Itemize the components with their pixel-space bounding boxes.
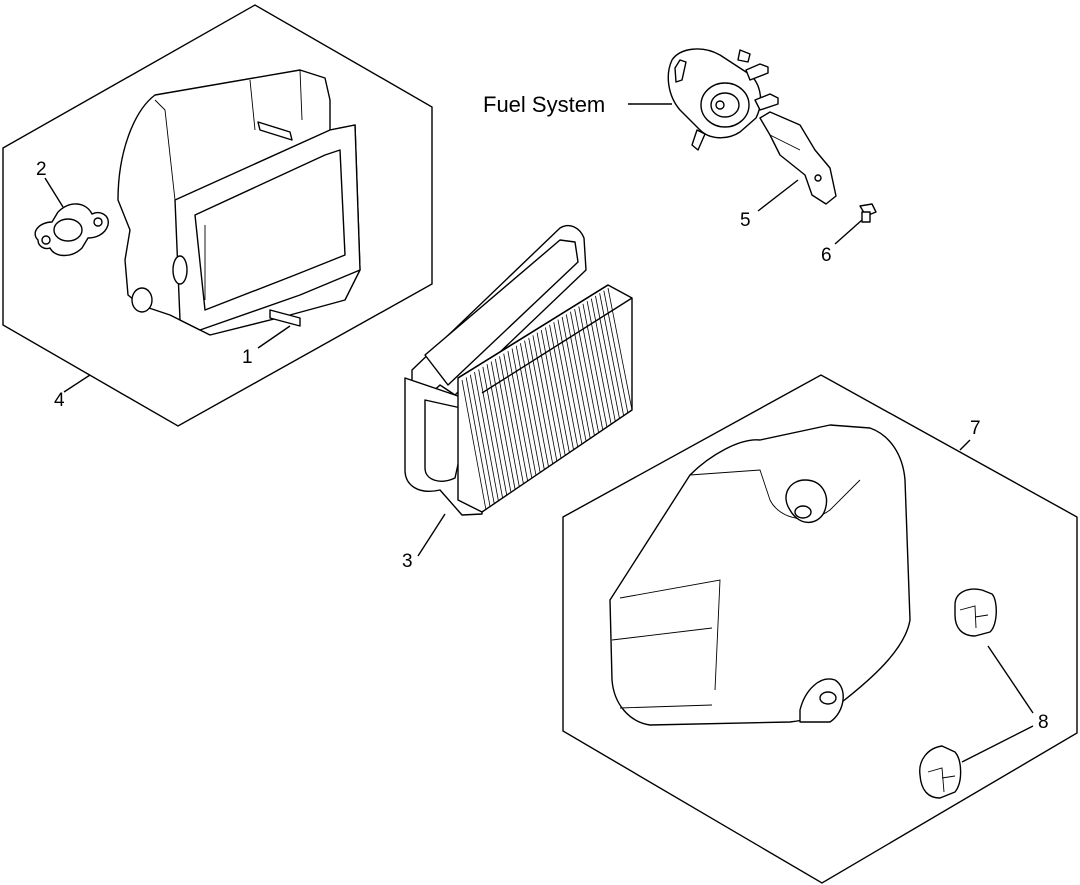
- pleat-line: [595, 295, 620, 419]
- callout-4: 4: [54, 390, 65, 411]
- pleat-line: [545, 327, 570, 453]
- knob-lower: [919, 745, 962, 799]
- leader-3: [417, 513, 446, 557]
- pleat-line: [607, 287, 633, 411]
- callout-8: 8: [1038, 712, 1049, 733]
- filter-pleats: [461, 287, 633, 511]
- fuel-pump: [667, 48, 779, 151]
- air-filter: 3: [402, 224, 633, 572]
- callout-5: 5: [740, 210, 751, 231]
- pleat-line: [520, 343, 545, 471]
- leader-7: [959, 439, 971, 451]
- pleat-line: [532, 335, 558, 462]
- callout-7: 7: [970, 418, 981, 439]
- pleat-line: [486, 364, 512, 493]
- pleat-line: [603, 290, 629, 413]
- pleat-line: [499, 356, 524, 485]
- pleat-line: [599, 293, 625, 416]
- callout-3: 3: [402, 551, 413, 572]
- pleat-line: [503, 353, 529, 482]
- pleat-line: [578, 306, 604, 431]
- pleat-line: [561, 316, 587, 442]
- pleat-line: [565, 314, 591, 439]
- pleat-line: [478, 369, 504, 499]
- pleat-line: [574, 308, 600, 433]
- leader-5: [757, 179, 799, 212]
- pleat-line: [515, 345, 541, 473]
- pleat-line: [540, 329, 566, 456]
- leader-4: [63, 374, 91, 393]
- air-cleaner-base: [117, 69, 361, 336]
- pleat-line: [536, 332, 562, 459]
- gasket: [34, 203, 109, 257]
- kit-7-group: 7 8: [562, 374, 1078, 884]
- pleat-line: [549, 324, 574, 451]
- pleat-line: [524, 340, 549, 468]
- pleat-line: [511, 348, 537, 476]
- kit-7-outline: [562, 374, 1078, 884]
- pleat-line: [482, 366, 508, 496]
- knob-upper: [954, 588, 997, 637]
- pleat-line: [590, 298, 616, 422]
- pleat-line: [570, 311, 595, 436]
- callout-6: 6: [821, 245, 832, 266]
- pleat-line: [586, 301, 612, 425]
- pleat-line: [553, 322, 579, 448]
- leader-8b: [961, 725, 1034, 763]
- pleat-line: [528, 337, 554, 465]
- pleat-line: [582, 303, 608, 428]
- screw: [859, 203, 877, 223]
- fuel-system-label: Fuel System: [483, 92, 605, 117]
- pleat-line: [557, 319, 583, 445]
- leader-2: [44, 177, 64, 208]
- kit-4-outline: [2, 4, 433, 427]
- pleat-line: [507, 351, 533, 479]
- pleat-line: [465, 377, 491, 508]
- pleat-line: [474, 372, 499, 502]
- kit-4-group: 2 1 4: [2, 4, 433, 427]
- pleat-line: [469, 374, 495, 505]
- leader-8a: [987, 645, 1034, 714]
- callout-1: 1: [242, 347, 253, 368]
- fuel-pump-bracket: [759, 111, 837, 205]
- leader-6: [834, 219, 863, 245]
- callout-2: 2: [36, 159, 47, 180]
- pleat-line: [494, 358, 520, 488]
- leader-1: [257, 325, 291, 349]
- pleat-line: [490, 361, 516, 491]
- pleat-line: [461, 379, 487, 511]
- air-cleaner-cover: [609, 424, 911, 726]
